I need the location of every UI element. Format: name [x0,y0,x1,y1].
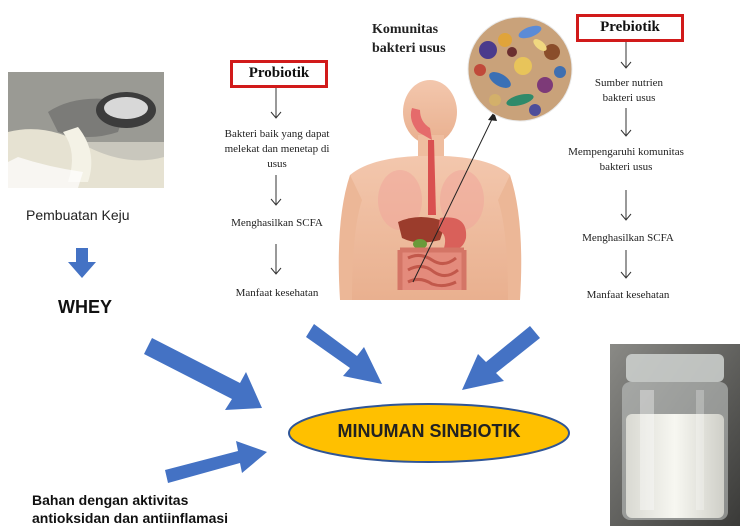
result-label: MINUMAN SINBIOTIK [289,421,569,442]
antioxidant-label-line1: Bahan dengan aktivitas [32,492,188,508]
synbiotic-drink-jar-photo [610,344,740,526]
antioxidant-label-line2: antioksidan dan antiinflamasi [32,510,228,526]
